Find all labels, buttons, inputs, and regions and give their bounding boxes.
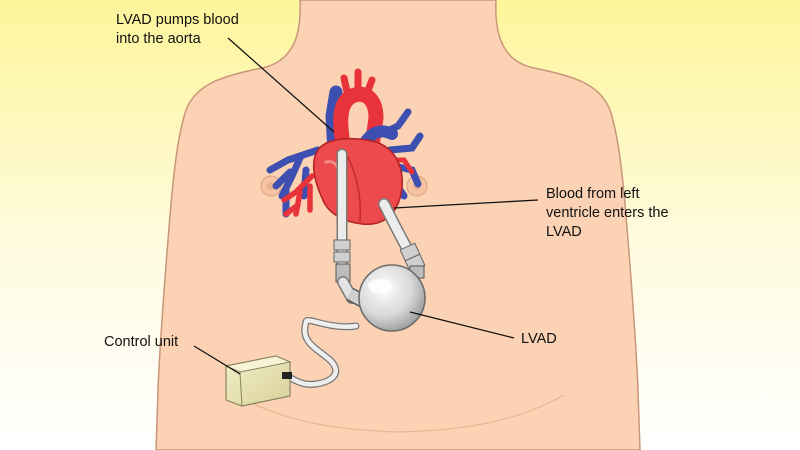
outflow-tube	[333, 148, 358, 304]
label-ventricle: Blood from left ventricle enters the LVA…	[546, 186, 673, 240]
label-aorta: LVAD pumps blood into the aorta	[116, 12, 243, 47]
driveline-cable	[282, 317, 360, 388]
lvad-pump-icon	[346, 264, 426, 332]
inflow-tube	[378, 198, 426, 279]
label-lvad: LVAD	[521, 331, 557, 347]
control-unit-box	[224, 355, 292, 407]
label-control-unit: Control unit	[104, 334, 178, 350]
leader-lines	[193, 37, 539, 375]
